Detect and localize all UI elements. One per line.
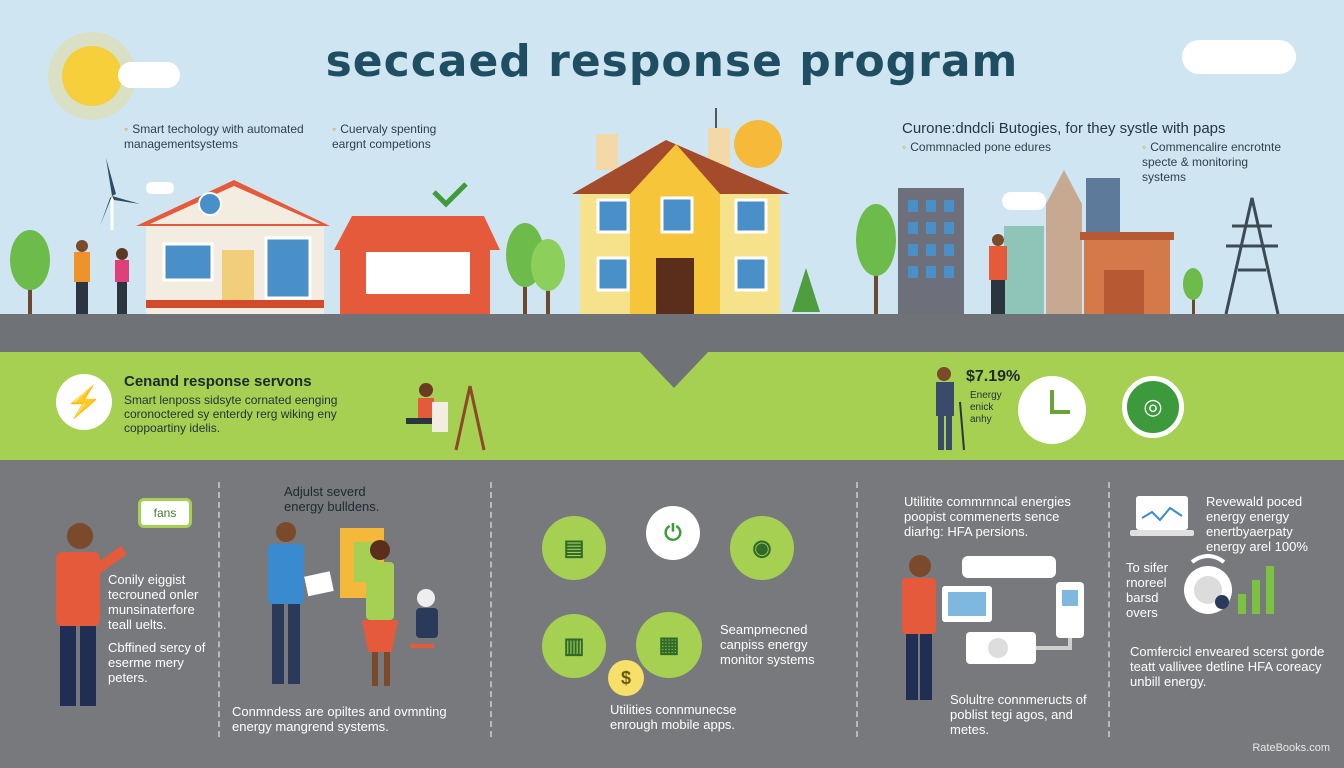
divider	[856, 482, 858, 737]
devices-icon: ▤	[542, 516, 606, 580]
person-icon	[74, 240, 90, 314]
divider	[490, 482, 492, 737]
phone-sign: fans	[138, 498, 192, 528]
page-title: seccaed response program	[325, 36, 1019, 87]
tree-icon	[1183, 268, 1203, 314]
note-connected: ◦Commnacled pone edures	[902, 140, 1052, 155]
brick-building-icon	[1080, 232, 1174, 314]
panel3-bottom-text: Utilities connmunecse enrough mobile app…	[610, 702, 737, 732]
meter-icon: ▥	[542, 614, 606, 678]
house-icon	[136, 180, 330, 314]
divider	[1108, 482, 1110, 737]
footer-credit[interactable]: RateBooks.com	[1252, 742, 1330, 754]
panel5-mid-text: To sifer rnoreel barsd overs	[1126, 560, 1168, 620]
arrow-down-icon	[638, 350, 710, 388]
person-reading-icon	[406, 383, 486, 451]
person-control-panel-icon	[902, 555, 1084, 700]
sign-text: fans	[153, 506, 177, 520]
office-building-icon	[898, 188, 964, 314]
main-house-icon	[572, 108, 790, 314]
cloud-icon	[1002, 192, 1046, 210]
cloud-icon	[1182, 40, 1296, 74]
person-icon	[115, 248, 129, 314]
dial-icon: ◎	[1122, 376, 1184, 438]
panel1-text-1: Conily eiggist tecrouned onler munsinate…	[108, 572, 199, 632]
shop-icon	[334, 216, 500, 314]
power-tower-icon	[1224, 197, 1280, 315]
note-text: Commnacled pone edures	[910, 140, 1052, 154]
panel3-mid-text: Seampmecned canpiss energy monitor syste…	[720, 622, 815, 667]
note-spending: ◦Cuervaly spenting eargnt competions	[332, 122, 472, 152]
price-label: $7.19%	[966, 368, 1021, 385]
price-note: Energy enick anhy	[970, 390, 1002, 425]
panel4-top-text: Utilitite commrnncal energies poopist co…	[904, 494, 1071, 539]
divider	[218, 482, 220, 737]
lightning-icon: ⚡	[56, 374, 112, 430]
town-illustration	[10, 108, 1280, 315]
band-text: Smart lenposs sidsyte cornated eenging c…	[124, 393, 338, 435]
checkmark-icon	[432, 182, 468, 208]
tower-building-icon	[1004, 226, 1044, 314]
smart-meter-icon	[1184, 554, 1232, 614]
tree-icon	[10, 230, 50, 314]
church-building-icon	[1046, 170, 1082, 314]
smart-home-icon: ▦	[636, 612, 702, 678]
note-text: Commencalire encrotnte specte & monitori…	[1142, 140, 1281, 184]
bullet-icon: ◦	[124, 122, 129, 136]
person-phone-icon	[56, 523, 127, 706]
note-text: Smart techology with automated managemen…	[124, 122, 304, 151]
bullet-icon: ◦	[332, 122, 337, 136]
tree-icon	[856, 204, 896, 314]
sun-icon	[62, 46, 122, 106]
note-smart-technology: ◦Smart techology with automated manageme…	[124, 122, 324, 152]
person-icon	[989, 234, 1007, 314]
panel2-top-text: Adjulst severd energy bulldens.	[284, 484, 380, 514]
cloud-icon	[118, 62, 180, 88]
clock-icon	[1018, 376, 1086, 444]
tree-icon	[506, 223, 565, 314]
note-monitoring: ◦Commencalire encrotnte specte & monitor…	[1142, 140, 1282, 185]
panel4-bottom-text: Solultre connmeructs of poblist tegi ago…	[950, 692, 1087, 737]
bar-chart-icon	[1238, 566, 1274, 614]
road	[0, 314, 1344, 356]
dollar-symbol: $	[620, 667, 631, 688]
people-consulting-icon	[268, 522, 438, 686]
plug-icon: ⏻	[646, 506, 700, 560]
wind-turbine-icon	[100, 158, 140, 230]
cloud-icon	[146, 182, 174, 194]
panel5-bottom-text: Comfercicl enveared scerst gorde teatt v…	[1130, 644, 1325, 689]
dollar-icon: $	[608, 660, 644, 696]
panel1-text-2: Cbffined sercy of eserme mery peters.	[108, 640, 206, 685]
note-text: Cuervaly spenting eargnt competions	[332, 122, 437, 151]
bullet-icon: ◦	[1142, 140, 1147, 154]
bullet-icon: ◦	[902, 140, 907, 154]
band-title: Cenand response servons	[124, 373, 312, 390]
signal-icon: ◉	[730, 516, 794, 580]
person-with-cane-icon	[936, 367, 965, 451]
right-heading: Curone:dndcli Butogies, for they systle …	[902, 120, 1226, 137]
panel2-bottom-text: Conmndess are opiltes and ovmnting energ…	[232, 704, 447, 734]
laptop-icon	[1130, 496, 1194, 536]
panel5-top-text: Revewald poced energy energy enertbyaerp…	[1206, 494, 1308, 554]
pine-tree-icon	[792, 268, 820, 312]
